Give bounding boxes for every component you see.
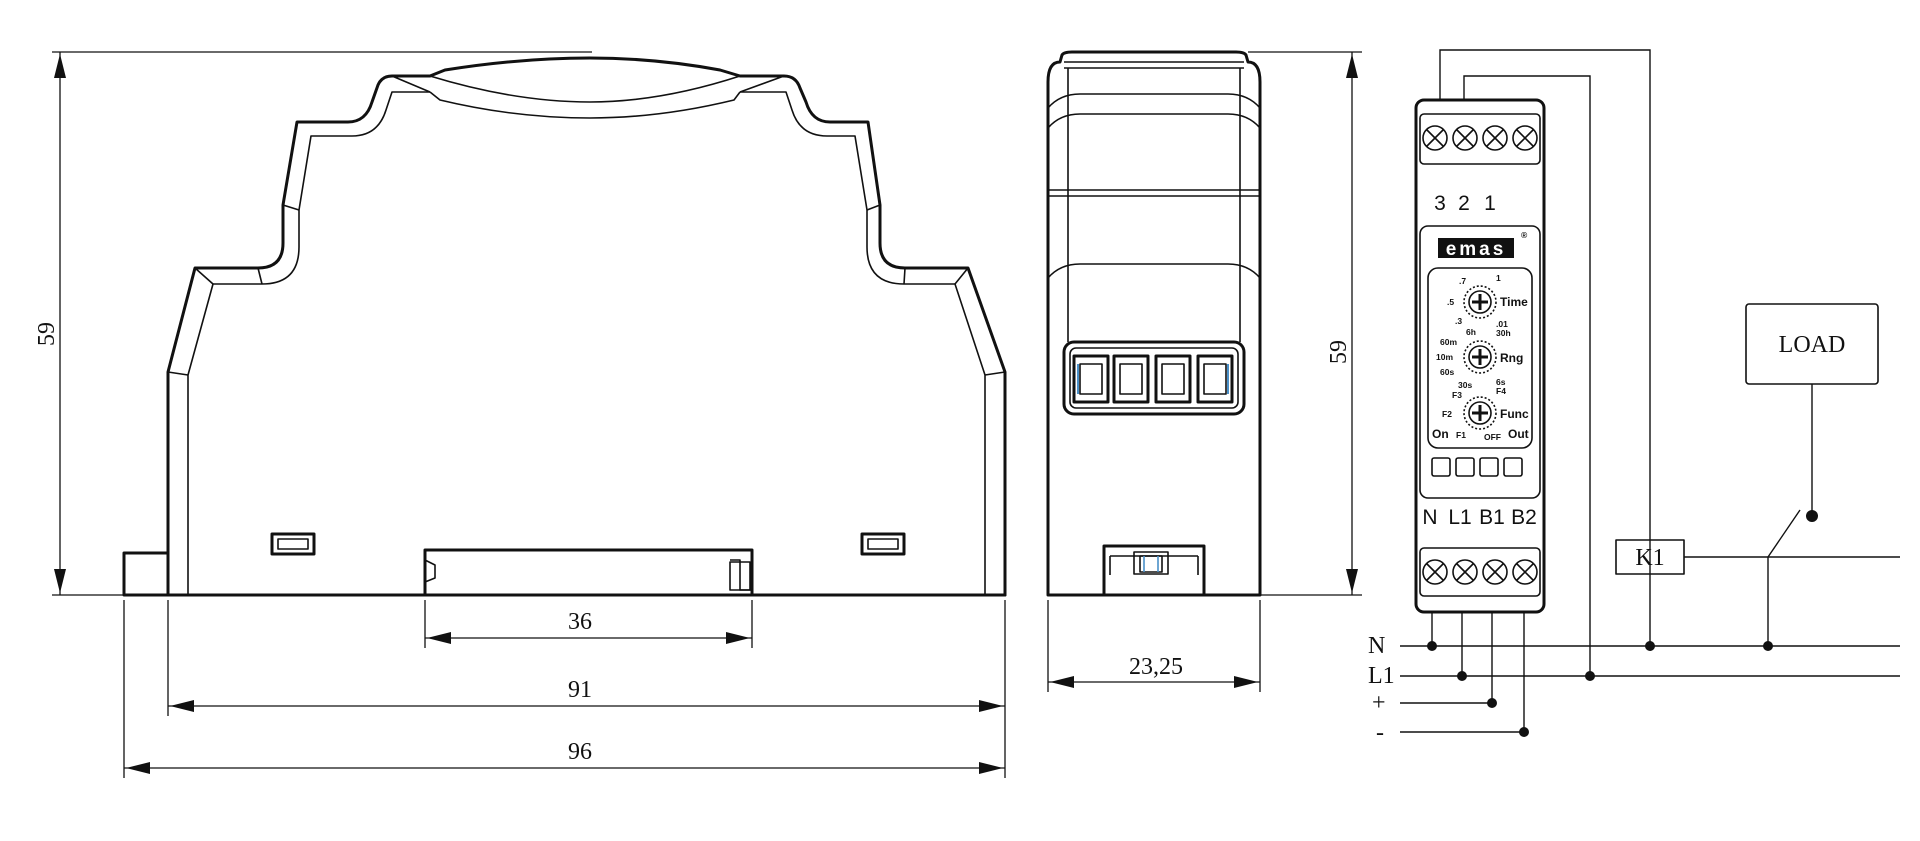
terminal-label-b1: B1 (1479, 506, 1505, 529)
svg-text:6s: 6s (1496, 377, 1506, 387)
svg-text:®: ® (1521, 230, 1528, 240)
bottom-terminal-strip (1419, 547, 1541, 597)
front-slot-row (1431, 457, 1523, 477)
svg-text:30h: 30h (1496, 328, 1511, 338)
range-dial-label: Rng (1500, 351, 1523, 365)
svg-text:.3: .3 (1455, 316, 1462, 326)
top-terminal-strip (1419, 113, 1541, 165)
rail-width-label: 36 (568, 609, 592, 635)
time-dial-label: Time (1500, 295, 1528, 309)
front-width-dimension: 23,25 (1047, 600, 1261, 692)
terminal-label-1: 1 (1484, 192, 1496, 215)
function-dial[interactable]: F4 F3 F2 F1 OFF Func (1442, 386, 1529, 442)
front-view (1046, 50, 1262, 597)
line-label-plus: + (1372, 690, 1386, 716)
svg-text:F3: F3 (1452, 390, 1462, 400)
svg-text:.5: .5 (1447, 297, 1454, 307)
time-dial[interactable]: .7 1 .5 .3 .01 Time (1447, 273, 1528, 329)
relay-k1-label: K1 (1635, 545, 1664, 571)
on-indicator-label: On (1432, 427, 1449, 441)
front-view-outline (1046, 50, 1262, 597)
terminal-label-l1: L1 (1448, 506, 1471, 529)
svg-text:OFF: OFF (1484, 432, 1501, 442)
terminal-label-3: 3 (1434, 192, 1446, 215)
terminal-label-2: 2 (1458, 192, 1470, 215)
load-box (1745, 303, 1879, 385)
svg-text:6h: 6h (1466, 327, 1476, 337)
svg-text:F2: F2 (1442, 409, 1452, 419)
svg-text:.7: .7 (1459, 276, 1466, 286)
rail-width-dimension: 36 (424, 600, 753, 648)
svg-text:60s: 60s (1440, 367, 1454, 377)
svg-text:1: 1 (1496, 273, 1501, 283)
svg-text:.01: .01 (1496, 319, 1508, 329)
svg-text:10m: 10m (1436, 352, 1453, 362)
front-height-label: 59 (1326, 340, 1352, 364)
total-width-dimension: 96 (123, 600, 1005, 778)
side-height-dimension: 59 (34, 51, 592, 596)
svg-text:F4: F4 (1496, 386, 1506, 396)
out-indicator-label: Out (1508, 427, 1529, 441)
line-label-n: N (1368, 633, 1385, 659)
brand-logo: emas ® (1438, 230, 1528, 260)
svg-text:emas: emas (1446, 239, 1507, 260)
side-height-label: 59 (34, 322, 60, 346)
svg-text:F1: F1 (1456, 430, 1466, 440)
line-label-l1: L1 (1368, 663, 1395, 689)
line-label-minus: - (1376, 720, 1384, 746)
svg-text:30s: 30s (1458, 380, 1472, 390)
terminal-label-n: N (1422, 506, 1437, 529)
body-width-dimension: 91 (167, 600, 1006, 778)
total-width-label: 96 (568, 739, 592, 765)
terminal-label-b2: B2 (1511, 506, 1537, 529)
wiring-diagram: N L1 + - K1 LOAD (1368, 49, 1900, 746)
function-dial-label: Func (1500, 407, 1529, 421)
side-view (122, 56, 1007, 597)
front-width-label: 23,25 (1129, 654, 1183, 680)
svg-text:60m: 60m (1440, 337, 1457, 347)
body-width-label: 91 (568, 677, 592, 703)
front-terminal-slots (1072, 354, 1234, 404)
load-label: LOAD (1779, 332, 1846, 358)
side-view-outline (166, 56, 1007, 597)
relay-device: 3 2 1 emas ® .7 1 .5 .3 .01 Time (1414, 98, 1546, 614)
front-height-dimension: 59 (1248, 51, 1362, 596)
range-dial[interactable]: 6h 30h 60m 10m 60s 30s 6s Rng (1436, 327, 1523, 390)
